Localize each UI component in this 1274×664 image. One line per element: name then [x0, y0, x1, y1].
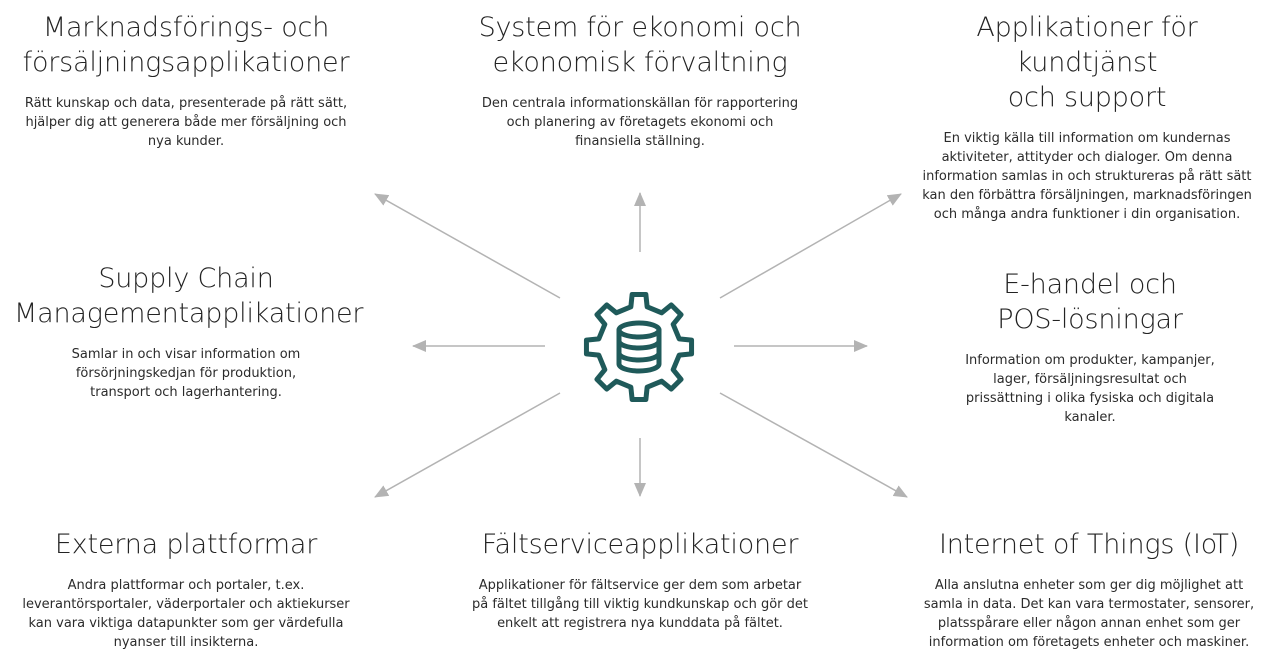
card-iot: Internet of Things (IoT) Alla anslutna e… [906, 527, 1272, 652]
arrow-to-external [374, 392, 561, 498]
card-title: Externa plattformar [54, 529, 318, 560]
card-description: Alla anslutna enheter som ger dig möjlig… [923, 578, 1255, 650]
arrow-to-support [719, 193, 902, 299]
card-description: Rätt kunskap och data, presenterade på r… [24, 96, 348, 149]
database-icon [616, 320, 662, 374]
card-field-service: Fältserviceapplikationer Applikationer f… [452, 527, 828, 633]
database-gear-icon [583, 291, 695, 403]
card-external: Externa plattformar Andra plattformar oc… [4, 527, 368, 652]
arrow-to-marketing [374, 193, 561, 299]
card-description: Information om produkter, kampanjer,lage… [965, 353, 1215, 425]
gear-outline [583, 291, 695, 403]
card-description: Den centrala informationskällan för rapp… [481, 96, 799, 149]
arrow-to-iot [719, 392, 908, 498]
card-description: En viktig källa till information om kund… [922, 131, 1252, 222]
card-description: Andra plattformar och portaler, t.ex.lev… [22, 578, 350, 650]
card-title: Fältserviceapplikationer [481, 529, 799, 560]
card-title: Internet of Things (IoT) [938, 529, 1240, 560]
card-description: Applikationer för fältservice ger dem so… [472, 578, 808, 631]
